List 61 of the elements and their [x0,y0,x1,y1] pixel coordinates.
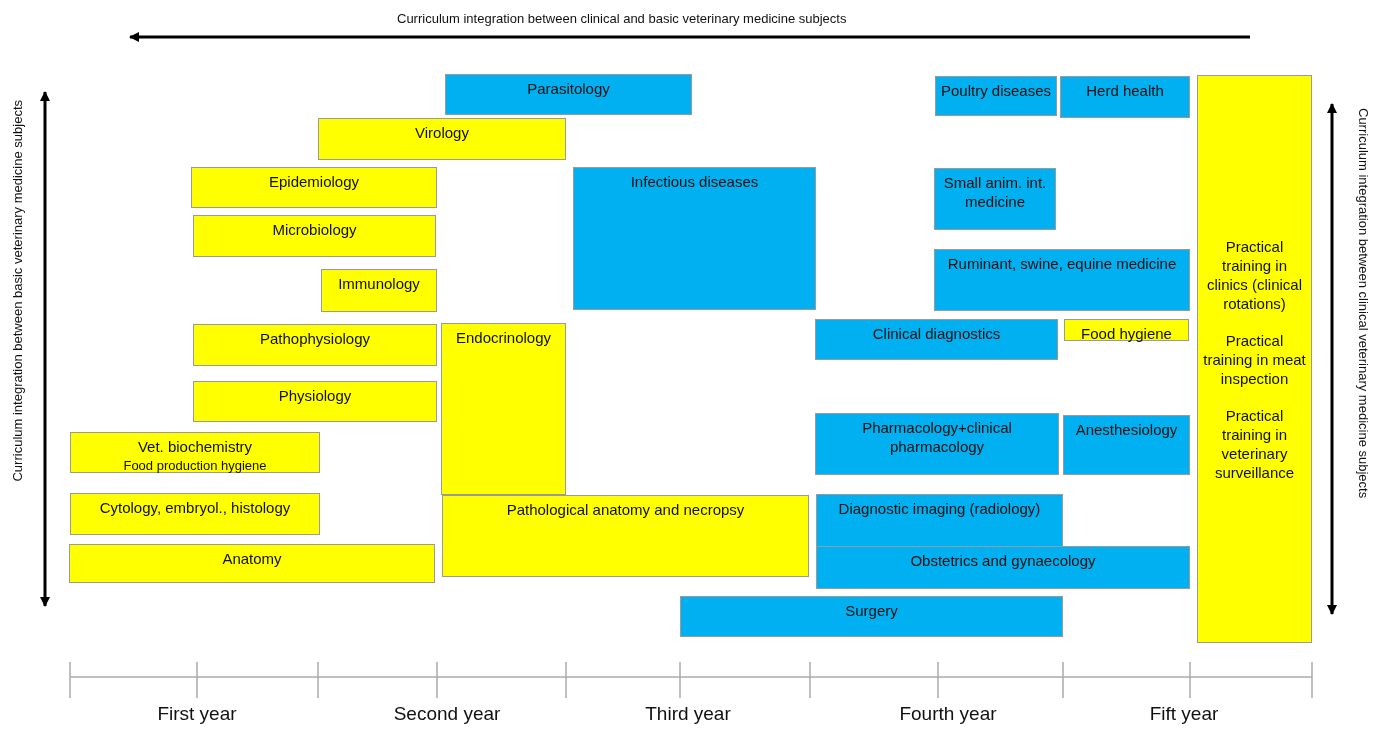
course-name: Cytology, embryol., histology [99,498,291,517]
axis-caption: Curriculum integration between clinical and basic veterinary medicine subjects [397,11,847,26]
course-bar [1197,75,1312,643]
course-name: Diagnostic imaging (radiology) [838,499,1041,518]
course-name: Practical training in veterinary surveillance [1213,405,1296,482]
course-bar [680,596,1063,637]
year-label: Fourth year [899,703,997,725]
course-bar [815,413,1059,475]
course-name: Pathological anatomy and necropsy [506,500,745,519]
course-bar [935,76,1057,116]
course-name: Virology [415,123,469,142]
course-name: Practical training in clinics (clinical rotations) [1206,236,1303,313]
course-name: Poultry diseases [940,81,1052,100]
course-bar [193,381,437,422]
course-bar [442,495,809,577]
year-label: First year [157,703,237,725]
year-label: Third year [645,703,731,725]
course-bar [816,494,1063,547]
course-bar [70,432,320,473]
course-name: Food hygiene [1081,324,1172,343]
course-name: Physiology [278,386,352,405]
course-name: Small anim. int. medicine [942,173,1048,211]
course-bar [445,74,692,115]
course-bar [934,168,1056,230]
course-bar [321,269,437,312]
course-name: Infectious diseases [630,172,759,191]
year-label: Fift year [1149,703,1219,725]
axis-caption: Curriculum integration between clinical veterinary medicine subjects [1356,108,1371,499]
course-name: Endocrinology [455,328,552,347]
course-bar [815,319,1058,360]
course-name: Clinical diagnostics [872,324,1001,343]
course-name: Microbiology [272,220,357,239]
course-bar [1064,319,1189,341]
course-name: Pathophysiology [259,329,371,348]
course-name: Surgery [845,601,898,620]
axis-caption: Curriculum integration between basic veterinary medicine subjects [10,100,25,482]
course-bar [1063,415,1190,475]
course-name: Epidemiology [268,172,360,191]
course-bar [573,167,816,310]
course-bar [70,493,320,535]
course-name: Ruminant, swine, equine medicine [947,254,1177,273]
course-name: Anesthesiology [1075,420,1178,439]
course-bar [816,546,1190,589]
course-name: Anatomy [222,549,282,568]
year-label: Second year [393,703,501,725]
course-bar [193,324,437,366]
course-name: Vet. biochemistry [137,437,253,456]
course-name: Pharmacology+clinical pharmacology [861,418,1013,456]
course-name: Parasitology [527,79,610,98]
course-name: Practical training in meat inspection [1202,330,1307,388]
course-name: Immunology [338,274,420,293]
course-bar [191,167,437,208]
course-name: Food production hygiene [123,457,267,475]
course-bar [441,323,566,495]
course-bar [318,118,566,160]
course-name: Obstetrics and gynaecology [910,551,1096,570]
course-bar [69,544,435,583]
course-name: Herd health [1086,81,1164,100]
course-bar [934,249,1190,311]
course-bar [1060,76,1190,118]
course-bar [193,215,436,257]
